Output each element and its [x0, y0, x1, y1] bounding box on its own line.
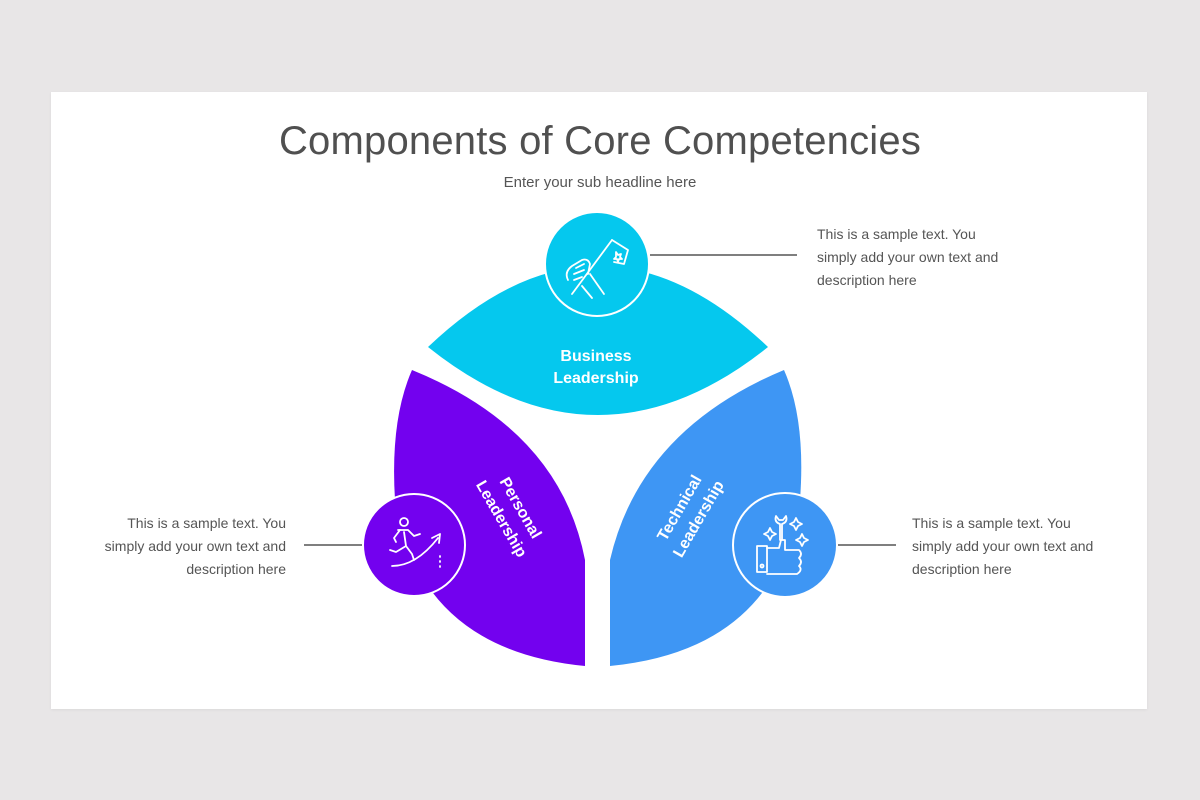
thumbs-up-wrench-icon: [756, 515, 809, 575]
icon-badge-personal: [362, 493, 466, 597]
description-line: This is a sample text. You: [817, 226, 976, 242]
hand-holding-flag-icon: [565, 239, 629, 299]
description-line: simply add your own text and: [912, 538, 1094, 554]
segment-business: [428, 266, 768, 415]
segment-label-business: Business Leadership: [530, 346, 662, 390]
segment-label-line1: Business: [560, 348, 632, 365]
segment-personal: [394, 370, 585, 666]
slide-subtitle: Enter your sub headline here: [503, 174, 697, 191]
segment-label-line2: Leadership: [553, 370, 639, 387]
description-line: description here: [912, 561, 1012, 577]
description-line: This is a sample text. You: [912, 515, 1071, 531]
icon-badge-technical: [732, 492, 838, 598]
running-person-arrow-icon: [389, 517, 441, 568]
description-line: This is a sample text. You: [127, 515, 286, 531]
icon-badge-business: [544, 211, 650, 317]
segment-technical: [610, 370, 802, 666]
description-line: simply add your own text and: [104, 538, 286, 554]
description-line: description here: [817, 272, 917, 288]
description-business: This is a sample text. You simply add yo…: [817, 223, 1017, 292]
slide-title: Components of Core Competencies: [278, 119, 922, 163]
description-personal: This is a sample text. You simply add yo…: [88, 512, 286, 581]
description-technical: This is a sample text. You simply add yo…: [912, 512, 1112, 581]
description-line: simply add your own text and: [817, 249, 999, 265]
description-line: description here: [186, 561, 286, 577]
